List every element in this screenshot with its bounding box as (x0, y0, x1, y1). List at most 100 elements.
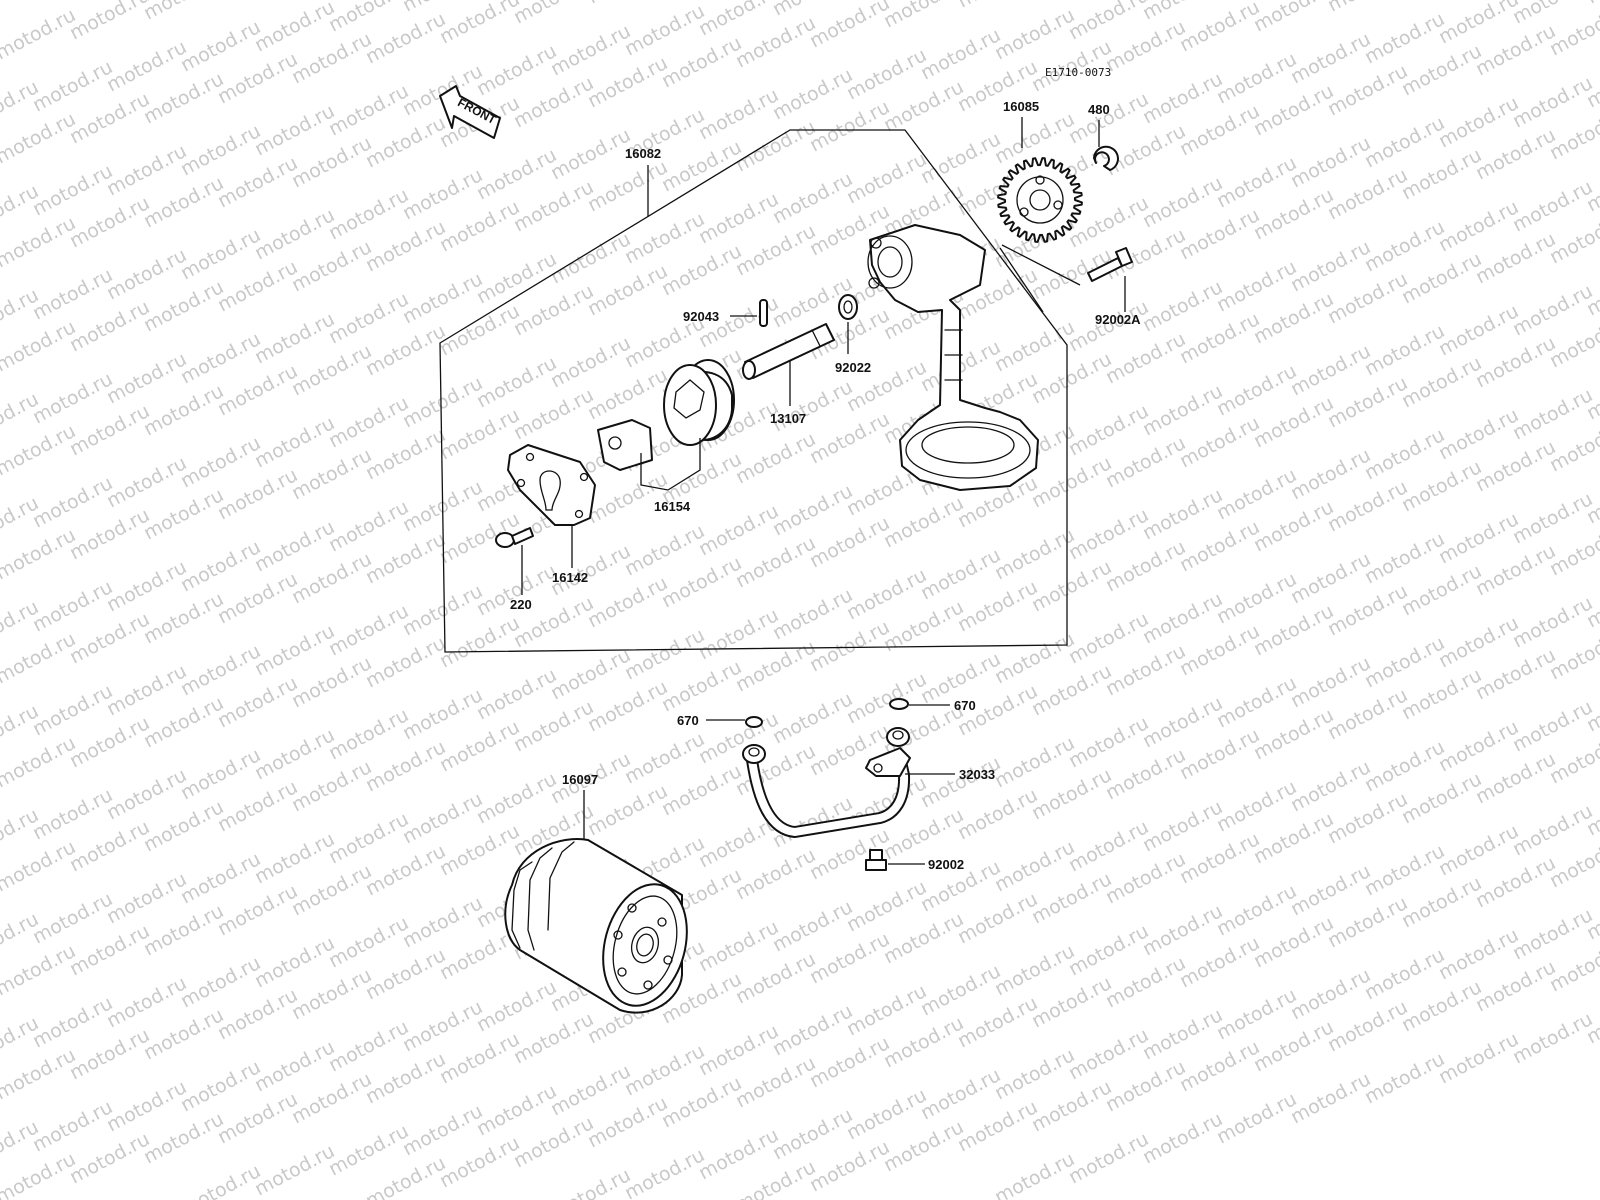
watermark-text: motod.ru (991, 836, 1078, 896)
watermark-text: motod.ru (436, 1028, 523, 1088)
watermark-text: motod.ru (880, 1012, 967, 1072)
watermark-text: motod.ru (769, 584, 856, 644)
watermark-text: motod.ru (66, 1128, 153, 1188)
watermark-text: motod.ru (251, 516, 338, 576)
watermark-text: motod.ru (547, 1060, 634, 1120)
watermark-text: motod.ru (288, 652, 375, 712)
watermark-text: motod.ru (843, 564, 930, 624)
watermark-text: motod.ru (1361, 112, 1448, 172)
watermark-text: motod.ru (1065, 1024, 1152, 1084)
watermark-text: motod.ru (1213, 360, 1300, 420)
watermark-text: motod.ru (880, 908, 967, 968)
watermark-text: motod.ru (288, 340, 375, 400)
watermark-text: motod.ru (288, 132, 375, 192)
watermark-text: motod.ru (1176, 0, 1263, 56)
watermark-text: motod.ru (991, 316, 1078, 376)
watermark-text: motod.ru (1509, 384, 1596, 444)
watermark-text: motod.ru (954, 784, 1041, 844)
watermark-text: motod.ru (732, 1052, 819, 1112)
watermark-text: motod.ru (658, 656, 745, 716)
watermark-text: motod.ru (436, 820, 523, 880)
watermark-text: motod.ru (917, 960, 1004, 1020)
watermark-text: motod.ru (140, 796, 227, 856)
assembly-inner-line (999, 247, 1044, 313)
watermark-text: motod.ru (66, 192, 153, 252)
watermark-text: motod.ru (510, 696, 597, 756)
watermark-text: motod.ru (473, 352, 560, 412)
watermark-text: motod.ru (621, 520, 708, 580)
watermark-text: motod.ru (177, 328, 264, 388)
label-13107: 13107 (770, 411, 806, 426)
bolt-92002 (865, 849, 887, 871)
watermark-text: motod.ru (436, 1132, 523, 1192)
watermark-text: motod.ru (1287, 340, 1374, 400)
watermark-text: motod.ru (1287, 652, 1374, 712)
watermark-text: motod.ru (1287, 548, 1374, 608)
watermark-text: motod.ru (325, 1016, 412, 1076)
watermark-text: motod.ru (1139, 276, 1226, 336)
watermark-text: motod.ru (584, 0, 671, 8)
watermark-text: motod.ru (325, 392, 412, 452)
watermark-text: motod.ru (1398, 872, 1485, 932)
watermark-text: motod.ru (769, 376, 856, 436)
watermark-text: motod.ru (140, 900, 227, 960)
watermark-text: motod.ru (1398, 976, 1485, 1036)
watermark-text: motod.ru (1435, 820, 1522, 880)
watermark-text: motod.ru (917, 1064, 1004, 1124)
watermark-text: motod.ru (1139, 380, 1226, 440)
watermark-text: motod.ru (1250, 0, 1337, 36)
watermark-text: motod.ru (177, 640, 264, 700)
watermark-text: motod.ru (1324, 164, 1411, 224)
watermark-text: motod.ru (1435, 508, 1522, 568)
watermark-text: motod.ru (362, 320, 449, 380)
watermark-text: motod.ru (1509, 904, 1596, 964)
watermark-text: motod.ru (103, 972, 190, 1032)
watermark-text: motod.ru (325, 912, 412, 972)
watermark-text: motod.ru (1361, 1048, 1448, 1108)
watermark-text: motod.ru (1583, 0, 1600, 8)
watermark-text: motod.ru (0, 108, 79, 168)
watermark-text: motod.ru (1509, 176, 1596, 236)
watermark-text: motod.ru (29, 576, 116, 636)
watermark-text: motod.ru (1102, 1056, 1189, 1116)
watermark-text: motod.ru (29, 992, 116, 1052)
watermark-text: motod.ru (214, 672, 301, 732)
washer-92022 (838, 294, 858, 320)
watermark-text: motod.ru (1139, 796, 1226, 856)
watermark-text: motod.ru (1102, 224, 1189, 284)
watermark-text: motod.ru (1398, 352, 1485, 412)
leader-16154-bracket (640, 438, 701, 491)
watermark-text: motod.ru (66, 88, 153, 148)
watermark-text: motod.ru (66, 504, 153, 564)
watermark-text: motod.ru (1361, 8, 1448, 68)
watermark-text: motod.ru (66, 400, 153, 460)
watermark-text: motod.ru (1065, 712, 1152, 772)
watermark-text: motod.ru (1398, 248, 1485, 308)
watermark-text: motod.ru (288, 964, 375, 1024)
watermark-text: motod.ru (214, 776, 301, 836)
watermark-text: motod.ru (991, 940, 1078, 1000)
watermark-text: motod.ru (1176, 308, 1263, 368)
watermark-text: motod.ru (695, 604, 782, 664)
watermark-text: motod.ru (991, 732, 1078, 792)
watermark-text: motod.ru (251, 1036, 338, 1096)
watermark-text: motod.ru (510, 384, 597, 444)
label-220: 220 (510, 597, 532, 612)
watermark-text: motod.ru (1361, 632, 1448, 692)
watermark-text: motod.ru (325, 600, 412, 660)
label-92043: 92043 (683, 309, 719, 324)
watermark-text: motod.ru (214, 984, 301, 1044)
watermark-text: motod.ru (510, 0, 597, 28)
watermark-text: motod.ru (917, 24, 1004, 84)
watermark-text: motod.ru (177, 224, 264, 284)
watermark-text: motod.ru (732, 116, 819, 176)
watermark-text: motod.ru (1324, 684, 1411, 744)
watermark-text: motod.ru (1361, 424, 1448, 484)
watermark-text: motod.ru (473, 976, 560, 1036)
watermark-text: motod.ru (880, 1116, 967, 1176)
watermark-text: motod.ru (177, 1056, 264, 1116)
watermark-text: motod.ru (695, 500, 782, 560)
watermark-text: motod.ru (362, 216, 449, 276)
watermark-text: motod.ru (1028, 1076, 1115, 1136)
label-92002a: 92002A (1095, 312, 1141, 327)
